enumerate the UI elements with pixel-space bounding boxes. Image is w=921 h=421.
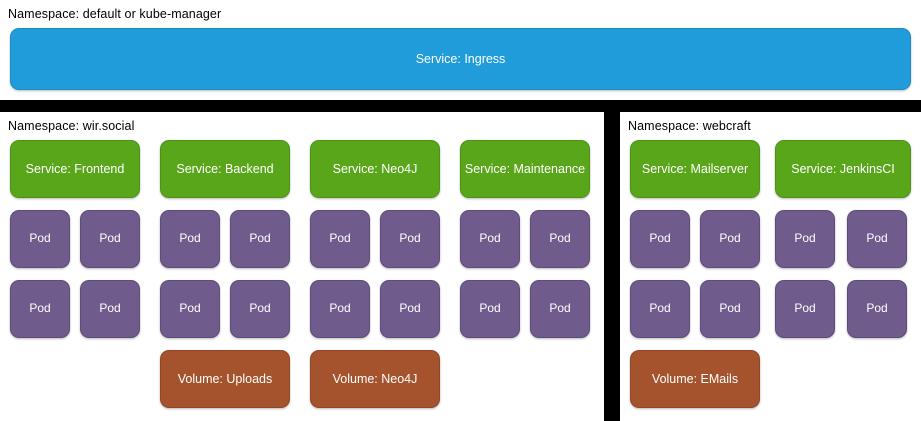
namespace-panel-default: Namespace: default or kube-manager Servi… (0, 0, 921, 100)
namespace-label-default: Namespace: default or kube-manager (8, 7, 222, 21)
service-node-jenkinsci[interactable]: Service: JenkinsCI (775, 140, 911, 198)
pod-node[interactable]: Pod (80, 210, 140, 268)
volume-node-emails[interactable]: Volume: EMails (630, 350, 760, 408)
pod-node[interactable]: Pod (460, 210, 520, 268)
pod-node[interactable]: Pod (160, 280, 220, 338)
pod-node[interactable]: Pod (10, 280, 70, 338)
pod-node[interactable]: Pod (10, 210, 70, 268)
namespace-label-webcraft: Namespace: webcraft (628, 119, 751, 133)
service-node-maintenance[interactable]: Service: Maintenance (460, 140, 590, 198)
pod-node[interactable]: Pod (775, 280, 835, 338)
namespace-panel-wir-social: Namespace: wir.social Service: Frontend … (0, 112, 604, 421)
pod-node[interactable]: Pod (380, 280, 440, 338)
service-node-backend[interactable]: Service: Backend (160, 140, 290, 198)
pod-node[interactable]: Pod (700, 210, 760, 268)
pod-node[interactable]: Pod (630, 280, 690, 338)
pod-node[interactable]: Pod (230, 210, 290, 268)
volume-node-neo4j[interactable]: Volume: Neo4J (310, 350, 440, 408)
pod-node[interactable]: Pod (847, 280, 907, 338)
volume-node-uploads[interactable]: Volume: Uploads (160, 350, 290, 408)
service-node-ingress[interactable]: Service: Ingress (10, 28, 911, 90)
pod-node[interactable]: Pod (80, 280, 140, 338)
namespace-panel-webcraft: Namespace: webcraft Service: Mailserver … (620, 112, 921, 421)
pod-node[interactable]: Pod (700, 280, 760, 338)
service-node-mailserver[interactable]: Service: Mailserver (630, 140, 760, 198)
pod-node[interactable]: Pod (775, 210, 835, 268)
pod-node[interactable]: Pod (530, 210, 590, 268)
pod-node[interactable]: Pod (310, 280, 370, 338)
pod-node[interactable]: Pod (630, 210, 690, 268)
pod-node[interactable]: Pod (380, 210, 440, 268)
namespace-label-wir-social: Namespace: wir.social (8, 119, 135, 133)
pod-node[interactable]: Pod (847, 210, 907, 268)
pod-node[interactable]: Pod (160, 210, 220, 268)
pod-node[interactable]: Pod (310, 210, 370, 268)
pod-node[interactable]: Pod (460, 280, 520, 338)
pod-node[interactable]: Pod (230, 280, 290, 338)
service-node-neo4j[interactable]: Service: Neo4J (310, 140, 440, 198)
service-node-frontend[interactable]: Service: Frontend (10, 140, 140, 198)
pod-node[interactable]: Pod (530, 280, 590, 338)
